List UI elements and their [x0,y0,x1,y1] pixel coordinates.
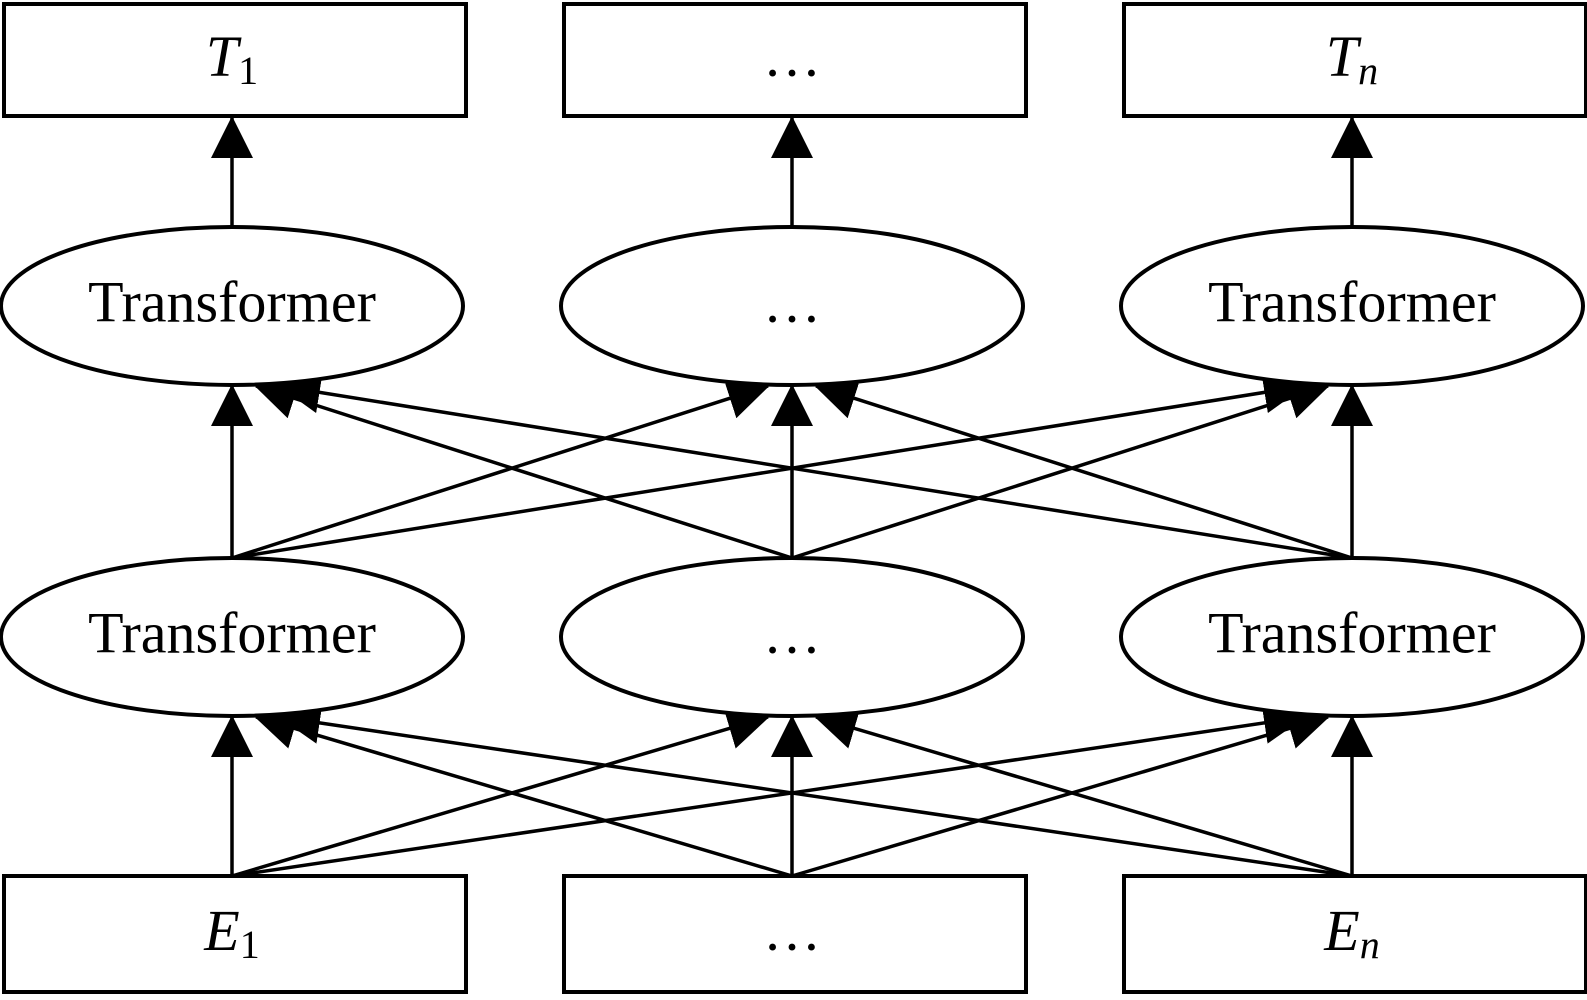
input-node-3: En [1122,874,1587,994]
input-to-lower-arrow [791,708,1330,878]
output-node-2: … [562,2,1028,118]
lower-to-upper-arrow [231,378,770,560]
edges [211,116,1373,878]
upper-transformer-ellipse [0,225,465,387]
lower-to-upper-arrow [231,371,1306,560]
input-to-lower-arrow [814,708,1353,878]
output-box [1122,2,1587,118]
lower-transformer-ellipse [559,556,1025,718]
output-label-symbol: T [206,24,242,89]
input-to-lower-arrow [231,702,1306,878]
lower-transformer-node-1: Transformer [0,556,465,718]
input-label: E1 [203,898,259,967]
output-node-1: T1 [2,2,468,118]
lower-transformer-ellipse [0,556,465,718]
output-label: T1 [206,24,258,93]
lower-transformer-node-2: … [559,556,1025,718]
lower-to-upper-arrow [814,378,1353,560]
upper-transformer-node-1: Transformer [0,225,465,387]
output-label-subscript: n [1358,48,1378,93]
upper-transformer-label: Transformer [1208,270,1496,335]
output-box [2,2,468,118]
input-node-2: … [562,874,1028,994]
upper-transformer-ellipse [1119,225,1585,387]
input-label-symbol: E [203,898,239,963]
input-node-1: E1 [2,874,468,994]
lower-transformer-ellipse [1119,556,1585,718]
output-label: Tn [1326,24,1378,93]
output-box [562,2,1028,118]
input-to-lower-arrow [231,708,770,878]
input-box [562,874,1028,994]
upper-transformer-node-3: Transformer [1119,225,1585,387]
upper-transformer-label: … [763,270,821,335]
upper-transformer-node-2: … [559,225,1025,387]
input-label-subscript: 1 [240,922,260,967]
lower-transformer-node-3: Transformer [1119,556,1585,718]
lower-transformer-label: Transformer [1208,601,1496,666]
lower-to-upper-arrow [254,378,793,560]
lower-to-upper-arrow [791,378,1330,560]
input-label: En [1323,898,1379,967]
input-box [1122,874,1587,994]
lower-to-upper-arrow [278,371,1353,560]
input-to-lower-arrow [254,708,793,878]
input-box [2,874,468,994]
input-label: … [763,898,821,963]
input-label-subscript: n [1360,922,1380,967]
output-label-subscript: 1 [238,48,258,93]
output-node-3: Tn [1122,2,1587,118]
output-label: … [763,24,821,89]
lower-transformer-label: … [763,601,821,666]
output-label-symbol: T [1326,24,1362,89]
upper-transformer-label: Transformer [88,270,376,335]
lower-transformer-label: Transformer [88,601,376,666]
input-label-symbol: E [1323,898,1359,963]
input-to-lower-arrow [278,702,1353,878]
upper-transformer-ellipse [559,225,1025,387]
